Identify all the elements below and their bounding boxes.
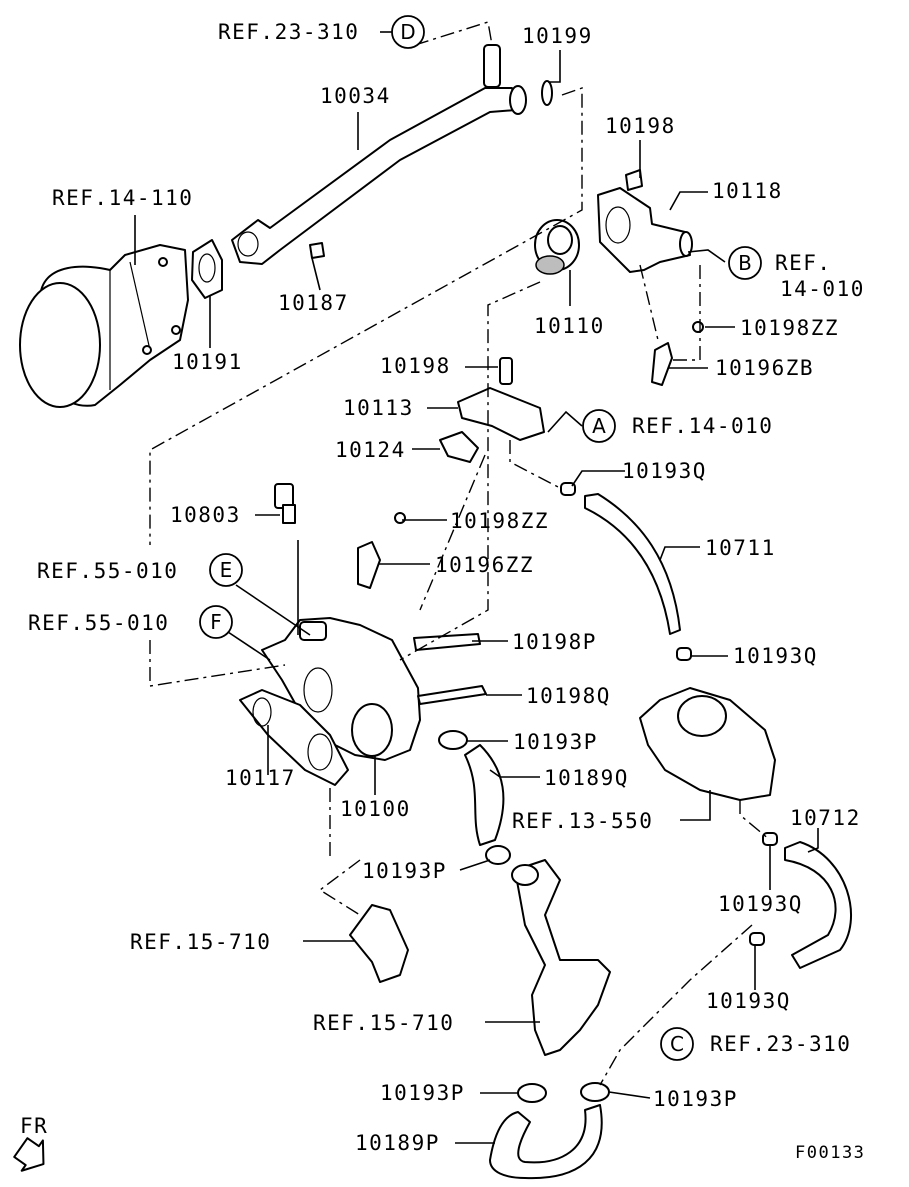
label-10100: 10100 bbox=[340, 797, 411, 821]
label-10198-mid: 10198 bbox=[380, 354, 451, 378]
water-inlet-10118-drawing bbox=[597, 169, 693, 273]
water-pump-drawing bbox=[19, 244, 189, 408]
svg-text:E: E bbox=[220, 558, 233, 582]
label-ref-14-010-b-1: REF. bbox=[775, 251, 832, 275]
label-10198-top: 10198 bbox=[605, 114, 676, 138]
throttle-body-drawing bbox=[639, 687, 776, 801]
label-10117: 10117 bbox=[225, 766, 296, 790]
callout-d: D bbox=[391, 15, 425, 49]
label-10196zz: 10196ZZ bbox=[435, 553, 534, 577]
housing-10113-drawing bbox=[457, 357, 545, 441]
label-10199: 10199 bbox=[522, 24, 593, 48]
svg-text:F: F bbox=[210, 610, 222, 634]
clamp-drawings bbox=[438, 482, 778, 1103]
part-labels: REF.23-310 10199 10034 10198 REF.14-110 … bbox=[20, 20, 865, 1163]
label-10193p-1: 10193P bbox=[513, 730, 598, 754]
label-10193p-2: 10193P bbox=[362, 859, 447, 883]
svg-text:A: A bbox=[592, 414, 606, 438]
small-pipe-15-710-drawing bbox=[349, 904, 409, 983]
label-ref-55-010-f: REF.55-010 bbox=[28, 611, 169, 635]
gasket-10124-drawing bbox=[439, 431, 479, 463]
label-ref-13-550: REF.13-550 bbox=[512, 809, 653, 833]
label-10198q: 10198Q bbox=[526, 684, 611, 708]
label-10189p: 10189P bbox=[355, 1131, 440, 1155]
label-10193p-4: 10193P bbox=[653, 1087, 738, 1111]
water-pipe-15-710-drawing bbox=[511, 859, 611, 1056]
hose-10712-drawing bbox=[784, 841, 853, 969]
water-pipe-10034-drawing bbox=[231, 44, 527, 265]
label-10191: 10191 bbox=[172, 350, 243, 374]
callout-c: C bbox=[660, 1027, 694, 1061]
label-10189q: 10189Q bbox=[544, 766, 629, 790]
label-ref-14-010-a: REF.14-010 bbox=[632, 414, 773, 438]
front-arrow-icon bbox=[13, 1137, 45, 1172]
gasket-10191-drawing bbox=[191, 239, 223, 299]
hose-10189p-drawing bbox=[489, 1104, 603, 1180]
label-10118: 10118 bbox=[712, 179, 783, 203]
bracket-10196zz-drawing bbox=[357, 512, 406, 589]
label-10712: 10712 bbox=[790, 806, 861, 830]
callout-f: F bbox=[199, 605, 233, 639]
label-10193q-4: 10193Q bbox=[706, 989, 791, 1013]
label-10124: 10124 bbox=[335, 438, 406, 462]
label-10198zz-mid: 10198ZZ bbox=[450, 509, 549, 533]
label-ref-14-010-b-2: 14-010 bbox=[780, 277, 865, 301]
bracket-10196zb-drawing bbox=[651, 321, 704, 386]
label-ref-15-710-b: REF.15-710 bbox=[313, 1011, 454, 1035]
label-10193q-3: 10193Q bbox=[718, 892, 803, 916]
label-10711: 10711 bbox=[705, 536, 776, 560]
label-ref-14-110: REF.14-110 bbox=[52, 186, 193, 210]
label-ref-23-310-c: REF.23-310 bbox=[710, 1032, 851, 1056]
label-10193q-2: 10193Q bbox=[733, 644, 818, 668]
sensor-10803-drawing bbox=[274, 483, 296, 524]
label-10187: 10187 bbox=[278, 291, 349, 315]
oring-10199-drawing bbox=[541, 80, 553, 106]
thermostat-10110-drawing bbox=[534, 219, 580, 275]
figure-code: F00133 bbox=[795, 1143, 865, 1163]
svg-text:C: C bbox=[670, 1032, 684, 1056]
hose-10189q-drawing bbox=[464, 744, 505, 846]
bolt-10187-drawing bbox=[309, 242, 325, 259]
label-10198p: 10198P bbox=[512, 630, 597, 654]
label-10196zb: 10196ZB bbox=[715, 356, 814, 380]
label-10803: 10803 bbox=[170, 503, 241, 527]
callout-e: E bbox=[209, 553, 243, 587]
callout-b: B bbox=[728, 246, 762, 280]
callout-a: A bbox=[582, 409, 616, 443]
hose-10711-drawing bbox=[584, 493, 681, 635]
label-10193q-1: 10193Q bbox=[622, 459, 707, 483]
svg-text:D: D bbox=[400, 20, 415, 44]
label-10198zz-top: 10198ZZ bbox=[740, 316, 839, 340]
label-10113: 10113 bbox=[343, 396, 414, 420]
label-10193p-3: 10193P bbox=[380, 1081, 465, 1105]
reference-lines bbox=[149, 21, 771, 1086]
label-10034: 10034 bbox=[320, 84, 391, 108]
label-ref-15-710-a: REF.15-710 bbox=[130, 930, 271, 954]
label-ref-23-310-top: REF.23-310 bbox=[218, 20, 359, 44]
label-10110: 10110 bbox=[534, 314, 605, 338]
water-outlet-10100-drawing bbox=[261, 617, 487, 761]
gasket-10117-drawing bbox=[239, 689, 349, 786]
leader-lines bbox=[134, 31, 819, 1144]
label-ref-55-010-e: REF.55-010 bbox=[37, 559, 178, 583]
label-fr: FR bbox=[20, 1114, 48, 1138]
svg-text:B: B bbox=[738, 251, 752, 275]
